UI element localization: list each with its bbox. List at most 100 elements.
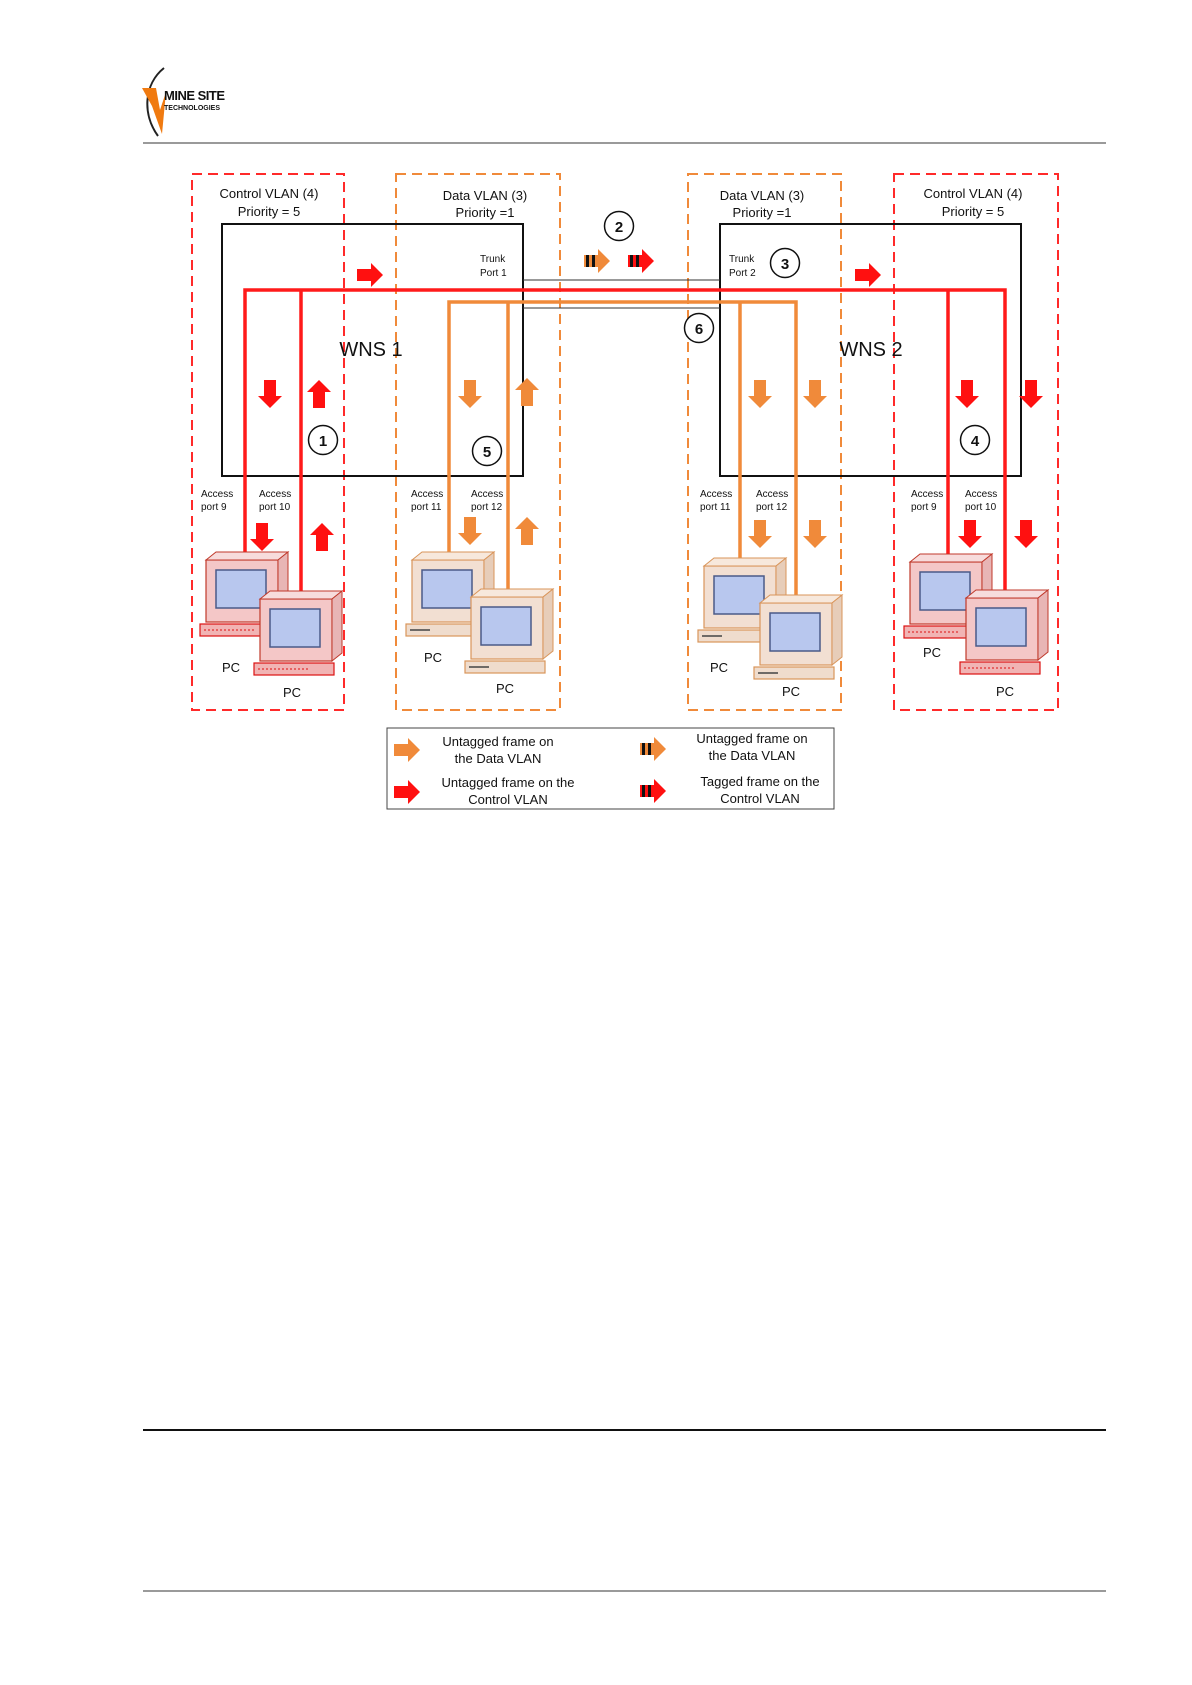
zone-control-left-priority: Priority = 5 — [238, 204, 301, 219]
orange-arrow-down-icon — [803, 380, 827, 408]
legend-box — [386, 727, 835, 810]
pc-icon — [253, 590, 343, 676]
legend-tagged-data-line1: Untagged frame on — [696, 731, 807, 746]
red-arrow-down-icon — [1019, 380, 1043, 408]
orange-arrow-up-icon — [515, 378, 539, 406]
svg-text:4: 4 — [971, 433, 980, 450]
zone-data-left-priority: Priority =1 — [456, 205, 515, 220]
svg-text:3: 3 — [781, 256, 789, 273]
wns1-port12-line2: port 12 — [471, 502, 503, 513]
wns1-port10-line2: port 10 — [259, 502, 291, 513]
wns1-port9-line2: port 9 — [201, 502, 227, 513]
legend-untagged-control-line2: Control VLAN — [468, 792, 547, 807]
step-marker-1: 1 — [307, 424, 339, 456]
wns2-port10-line2: port 10 — [965, 502, 997, 513]
wns2-port11-line1: Access — [700, 489, 732, 500]
red-arrow-right-icon — [855, 263, 881, 287]
red-arrow-right-icon — [357, 263, 383, 287]
wns1-port11-line2: port 11 — [411, 502, 442, 513]
step-marker-4: 4 — [959, 424, 991, 456]
zone-control-left-title: Control VLAN (4) — [220, 186, 319, 201]
legend-untagged-data-line1: Untagged frame on — [442, 734, 553, 749]
red-arrow-up-icon — [310, 523, 334, 551]
wns1-port10-line1: Access — [259, 489, 291, 500]
zone-data-vlan-left — [395, 173, 561, 711]
switch-wns1 — [221, 223, 524, 477]
logo-line1: MINE SITE — [164, 88, 225, 103]
logo-line2: TECHNOLOGIES — [164, 105, 220, 112]
step-marker-5: 5 — [471, 435, 503, 467]
red-arrow-down-icon — [955, 380, 979, 408]
wns2-port10-line1: Access — [965, 489, 997, 500]
zone-data-right-title: Data VLAN (3) — [720, 188, 805, 203]
pc-label: PC — [283, 685, 301, 700]
wns1-port12-line1: Access — [471, 489, 503, 500]
orange-arrow-down-icon — [748, 520, 772, 548]
red-arrow-up-icon — [307, 380, 331, 408]
wns2-port12-line2: port 12 — [756, 502, 788, 513]
trunk-port1-label-line2: Port 1 — [480, 268, 507, 279]
trunk-port2-label-line1: Trunk — [729, 254, 755, 265]
orange-arrow-down-icon — [748, 380, 772, 408]
orange-arrow-down-icon — [458, 517, 482, 545]
control-vlan-path — [243, 288, 1007, 600]
pc-icon — [959, 589, 1049, 675]
wns2-port9-line1: Access — [911, 489, 943, 500]
tagged-control-frame-icon — [628, 249, 654, 273]
switch-wns2 — [719, 223, 1022, 477]
orange-arrow-down-icon — [803, 520, 827, 548]
pc-label: PC — [996, 684, 1014, 699]
red-arrow-down-icon — [958, 520, 982, 548]
footer-rule — [143, 1429, 1106, 1431]
wns1-port9-line1: Access — [201, 489, 233, 500]
svg-text:2: 2 — [615, 219, 623, 236]
pc-icon — [464, 588, 554, 674]
switch-wns2-label: WNS 2 — [839, 339, 902, 361]
page-bottom-rule — [143, 1590, 1106, 1592]
red-arrow-down-icon — [1014, 520, 1038, 548]
svg-text:6: 6 — [695, 321, 703, 338]
mine-site-technologies-logo: MINE SITE TECHNOLOGIES — [142, 67, 226, 137]
logo-flame-icon — [142, 88, 166, 134]
legend-untagged-control-line1: Untagged frame on the — [442, 775, 575, 790]
trunk-port1-label-line1: Trunk — [480, 254, 506, 265]
pc-label: PC — [782, 684, 800, 699]
legend-tagged-control-line2: Control VLAN — [720, 791, 799, 806]
wns2-port12-line1: Access — [756, 489, 788, 500]
step-marker-2: 2 — [603, 210, 635, 242]
orange-arrow-up-icon — [515, 517, 539, 545]
switch-wns1-label: WNS 1 — [339, 339, 402, 361]
wns1-port11-line1: Access — [411, 489, 443, 500]
step-marker-6: 6 — [683, 312, 715, 344]
legend-tagged-data-line2: the Data VLAN — [709, 748, 796, 763]
zone-control-vlan-right — [893, 173, 1059, 711]
red-arrow-down-icon — [250, 523, 274, 551]
wns2-port9-line2: port 9 — [911, 502, 937, 513]
pc-label: PC — [923, 645, 941, 660]
data-vlan-path — [447, 300, 798, 600]
pc-label: PC — [222, 660, 240, 675]
zone-data-left-title: Data VLAN (3) — [443, 188, 528, 203]
red-arrow-down-icon — [258, 380, 282, 408]
zone-data-vlan-right — [687, 173, 842, 711]
svg-text:1: 1 — [319, 433, 327, 450]
zone-control-right-priority: Priority = 5 — [942, 204, 1005, 219]
zone-control-vlan-left — [191, 173, 345, 711]
pc-icon — [753, 594, 843, 680]
step-marker-3: 3 — [769, 247, 801, 279]
tagged-data-frame-icon — [584, 249, 610, 273]
logo-arc — [146, 67, 165, 137]
header-rule — [143, 142, 1106, 144]
pc-label: PC — [424, 650, 442, 665]
trunk-port2-label-line2: Port 2 — [729, 268, 756, 279]
pc-label: PC — [710, 660, 728, 675]
zone-control-right-title: Control VLAN (4) — [924, 186, 1023, 201]
legend-tagged-control-line1: Tagged frame on the — [700, 774, 819, 789]
zone-data-right-priority: Priority =1 — [733, 205, 792, 220]
wns2-port11-line2: port 11 — [700, 502, 731, 513]
svg-text:5: 5 — [483, 444, 491, 461]
pc-label: PC — [496, 681, 514, 696]
legend-untagged-data-line2: the Data VLAN — [455, 751, 542, 766]
orange-arrow-down-icon — [458, 380, 482, 408]
